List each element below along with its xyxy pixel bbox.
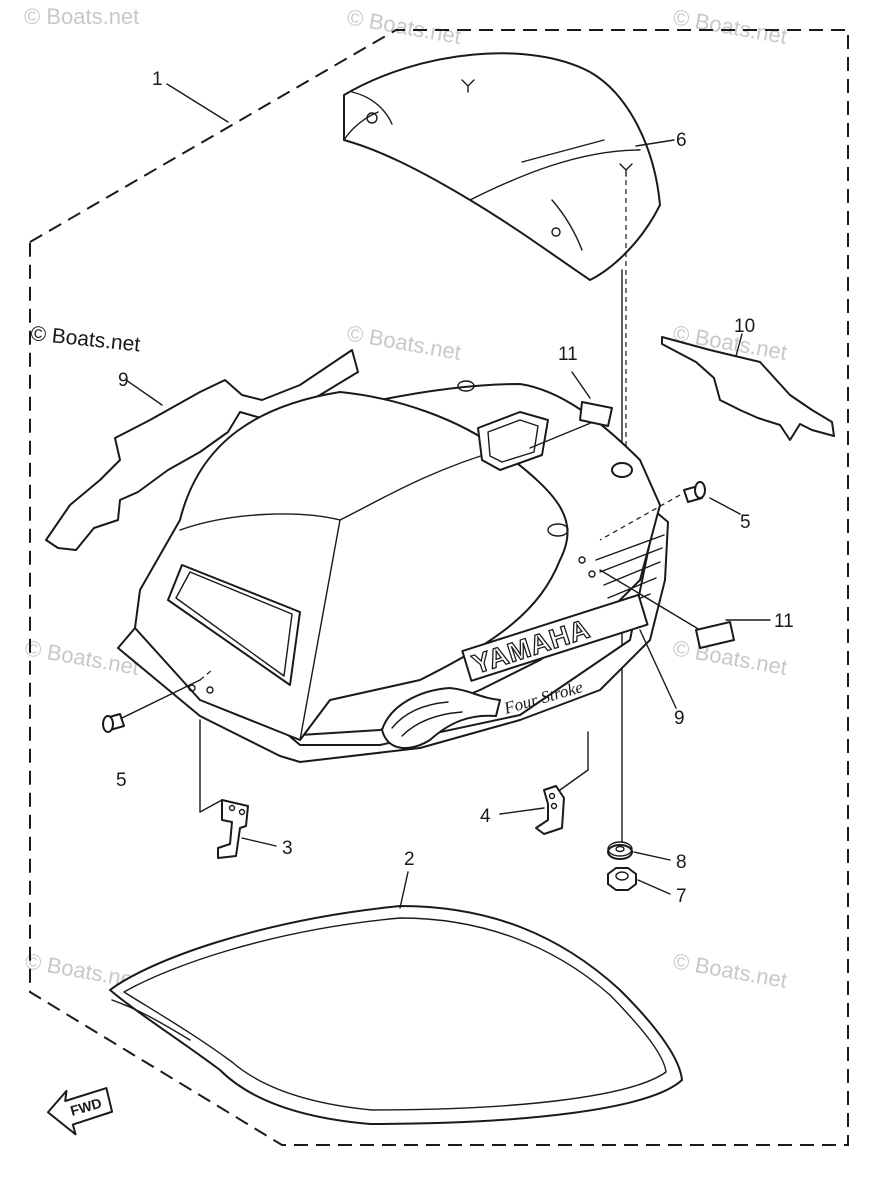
watermark: © Boats.net	[24, 4, 139, 29]
leader-line	[709, 497, 741, 515]
callout-number: 11	[558, 344, 578, 365]
plate-side	[695, 621, 735, 649]
callout-number: 1	[152, 69, 163, 90]
screw-front	[102, 713, 125, 733]
callout-number: 6	[676, 130, 687, 151]
leader-line	[633, 851, 671, 861]
callout-number: 7	[676, 886, 687, 907]
guide-line	[559, 769, 589, 791]
rear-cover	[343, 52, 661, 281]
leader-line	[735, 333, 743, 357]
leader-line	[529, 419, 599, 449]
nut	[607, 867, 637, 891]
front-bracket	[217, 799, 249, 859]
seal	[109, 905, 683, 1125]
callout-number: 9	[118, 370, 129, 391]
guide-line	[199, 799, 223, 813]
graphic-10	[661, 336, 835, 441]
callout-number: 5	[116, 770, 127, 791]
leader-line	[125, 379, 163, 406]
leader-line	[639, 629, 677, 709]
watermark: © Boats.net	[345, 4, 463, 49]
callout-numbers: 1 2 3 4 5 5 6 7 8 9 9 10 11 11	[116, 69, 794, 907]
callout-number: 5	[740, 512, 751, 533]
watermark: © Boats.net	[671, 4, 789, 49]
callout-number: 2	[404, 849, 415, 870]
top-cowling: YAMAHA Four Stroke	[117, 380, 669, 763]
watermark: © Boats.net	[671, 635, 789, 680]
leader-line	[499, 807, 545, 815]
leader-line	[166, 83, 229, 123]
callout-number: 10	[734, 316, 755, 337]
rear-bracket	[535, 785, 565, 835]
callout-number: 8	[676, 852, 687, 873]
leader-line	[571, 371, 591, 399]
callout-number: 9	[674, 708, 685, 729]
watermark: © Boats.net	[671, 948, 789, 993]
washer	[607, 841, 633, 860]
fwd-arrow-icon: FWD	[46, 1087, 114, 1136]
leader-line	[599, 569, 701, 631]
guide-line	[599, 494, 681, 541]
watermark: © Boats.net	[345, 320, 463, 365]
callout-number: 11	[774, 611, 794, 632]
screw-rear	[683, 481, 706, 503]
leader-line	[121, 679, 201, 719]
callout-number: 4	[480, 806, 491, 827]
guide-line	[199, 669, 213, 681]
assembly-boundary	[29, 29, 849, 1146]
plate-top	[579, 401, 613, 427]
leader-line	[637, 879, 671, 895]
graphic-left	[45, 349, 359, 551]
callout-number: 3	[282, 838, 293, 859]
copyright-text: © Boats.net	[29, 322, 141, 356]
leader-line	[399, 871, 409, 909]
leader-line	[635, 139, 675, 147]
leader-line	[241, 837, 277, 847]
